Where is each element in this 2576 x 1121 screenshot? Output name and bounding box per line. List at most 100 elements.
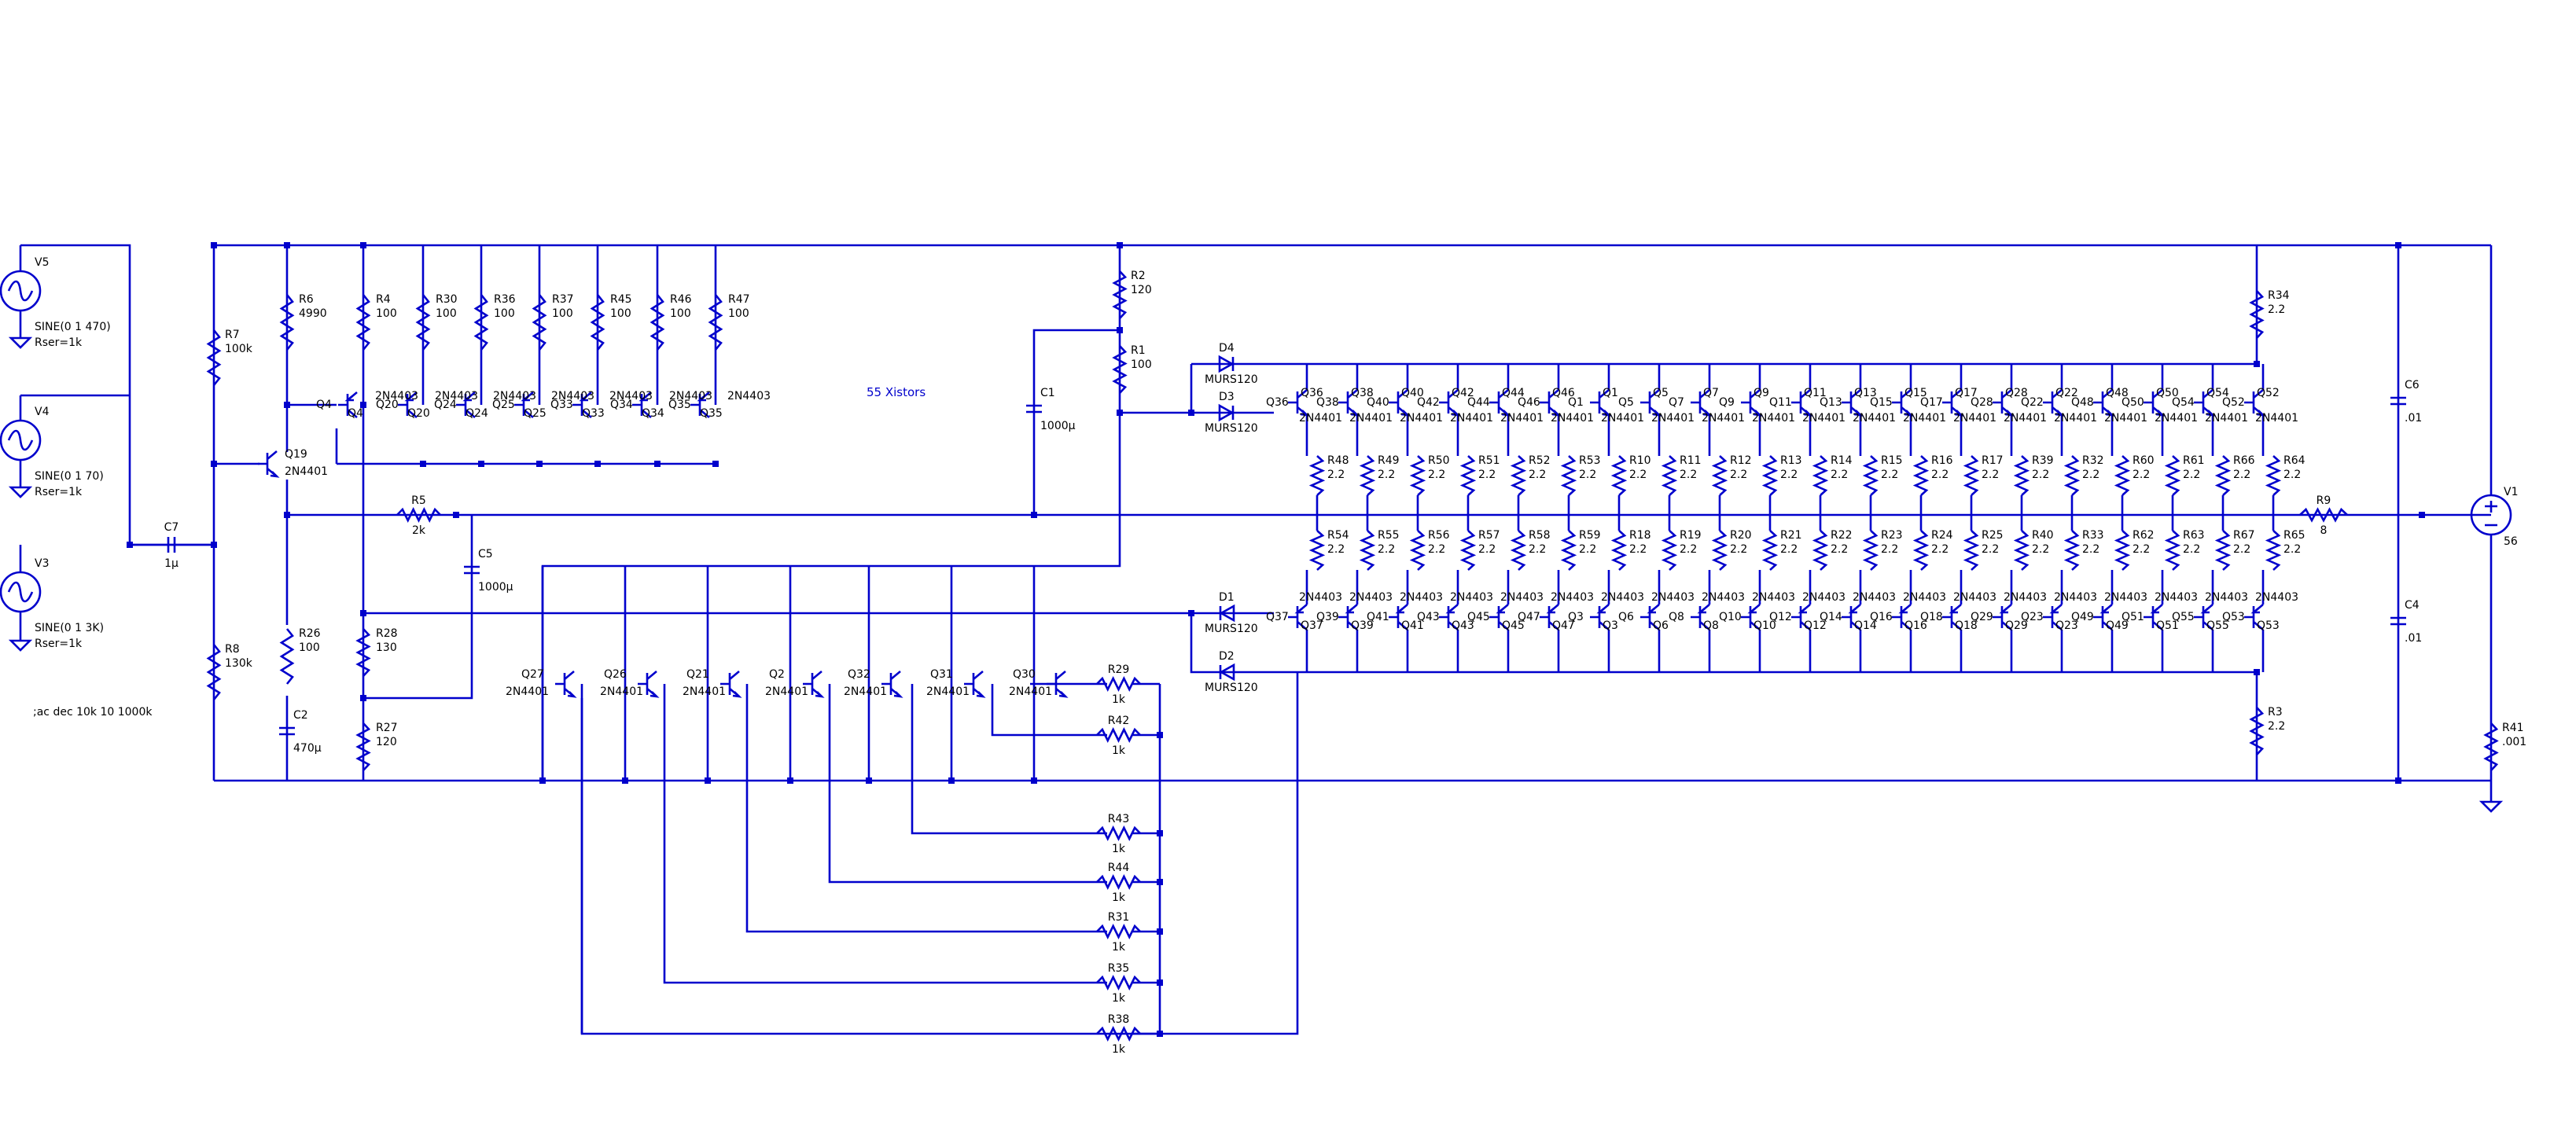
resistor-r60	[2114, 455, 2131, 496]
resistor-r29-value: 1k	[1112, 693, 1126, 706]
junction-dot	[1117, 327, 1123, 333]
ground-symbol	[8, 639, 33, 652]
transistor-q29	[1993, 604, 2012, 630]
transistor-q2	[803, 671, 825, 698]
resistor-r58-name: R58	[1529, 529, 1551, 542]
transistor-q41-name: Q41	[1367, 611, 1389, 623]
resistor-r36-value: 100	[494, 307, 515, 320]
resistor-r31	[1096, 924, 1141, 939]
resistor-r65	[2265, 530, 2282, 571]
transistor-q44-name: Q44	[1467, 396, 1490, 409]
transistor-q51-model: 2N4403	[2155, 591, 2198, 604]
resistor-r57	[1459, 530, 1477, 571]
transistor-q9-name: Q9	[1719, 396, 1735, 409]
resistor-r54	[1308, 530, 1326, 571]
transistor-q54-model: 2N4401	[2205, 412, 2248, 425]
resistor-r39-name: R39	[2032, 454, 2054, 467]
transistor-q32-model: 2N4401	[844, 685, 887, 698]
resistor-r20-name: R20	[1730, 529, 1752, 542]
transistor-q49-label: Q49	[2106, 619, 2129, 632]
resistor-r67-value: 2.2	[2233, 543, 2250, 556]
resistor-r1-value: 100	[1131, 358, 1152, 371]
source-v4-rser: Rser=1k	[35, 486, 83, 498]
junction-dot	[211, 542, 217, 548]
resistor-r53-name: R53	[1579, 454, 1601, 467]
transistor-q30-name: Q30	[1013, 668, 1036, 681]
resistor-r16-value: 2.2	[1931, 469, 1949, 481]
resistor-r66-value: 2.2	[2233, 469, 2250, 481]
transistor-q4-name: Q4	[316, 399, 332, 411]
transistor-q55-model: 2N4403	[2205, 591, 2248, 604]
transistor-q12-label: Q12	[1804, 619, 1827, 632]
resistor-r58	[1510, 530, 1527, 571]
capacitor-c6-value: .01	[2405, 412, 2422, 425]
transistor-q43-model: 2N4403	[1450, 591, 1493, 604]
resistor-r51-name: R51	[1478, 454, 1500, 467]
resistor-r24-value: 2.2	[1931, 543, 1949, 556]
junction-dot	[1157, 732, 1163, 738]
source-v3-name: V3	[35, 557, 49, 570]
resistor-r19-name: R19	[1680, 529, 1702, 542]
transistor-q39-label: Q39	[1351, 619, 1374, 632]
resistor-r38	[1096, 1026, 1141, 1042]
transistor-q8-model: 2N4403	[1702, 591, 1745, 604]
transistor-q24-model: 2N4403	[493, 390, 536, 402]
transistor-q22-name: Q22	[2021, 396, 2044, 409]
resistor-r46	[650, 294, 665, 351]
transistor-q34-model: 2N4403	[669, 390, 712, 402]
resistor-r34-name: R34	[2268, 289, 2290, 302]
source-v1	[2470, 494, 2512, 536]
transistor-q26-name: Q26	[604, 668, 627, 681]
transistor-q39-model: 2N4403	[1349, 591, 1393, 604]
resistor-r8-value: 130k	[225, 657, 253, 670]
transistor-q14-model: 2N4403	[1853, 591, 1896, 604]
junction-dot	[284, 512, 290, 518]
resistor-r48-name: R48	[1327, 454, 1349, 467]
junction-dot	[948, 777, 955, 784]
resistor-r50-value: 2.2	[1428, 469, 1445, 481]
resistor-r40-value: 2.2	[2032, 543, 2049, 556]
transistor-q17-name: Q17	[1920, 396, 1943, 409]
transistor-q20-label: Q20	[407, 407, 430, 420]
resistor-r9	[2299, 507, 2348, 523]
resistor-r12	[1711, 455, 1728, 496]
source-v5-rser: Rser=1k	[35, 336, 83, 349]
resistor-r42-value: 1k	[1112, 744, 1126, 757]
transistor-q10-label: Q10	[1754, 619, 1776, 632]
capacitor-c1	[1026, 404, 1042, 413]
junction-dot	[1157, 928, 1163, 935]
capacitor-c5-name: C5	[478, 548, 493, 560]
resistor-r46-name: R46	[670, 293, 692, 306]
resistor-r32	[2063, 455, 2081, 496]
capacitor-c2-name: C2	[293, 709, 308, 722]
transistor-q42-name: Q42	[1417, 396, 1440, 409]
resistor-r64-name: R64	[2283, 454, 2306, 467]
transistor-q51	[2144, 604, 2163, 630]
resistor-r3-value: 2.2	[2268, 720, 2285, 733]
capacitor-c2	[279, 726, 295, 736]
resistor-r23-value: 2.2	[1881, 543, 1898, 556]
resistor-r37-value: 100	[552, 307, 573, 320]
transistor-q46-model: 2N4401	[1551, 412, 1594, 425]
resistor-r19-value: 2.2	[1680, 543, 1697, 556]
resistor-r4-name: R4	[376, 293, 391, 306]
junction-dot	[284, 402, 290, 408]
diode-d2-model: MURS120	[1205, 682, 1258, 694]
transistor-q52-label: Q52	[2257, 387, 2280, 399]
resistor-r51	[1459, 455, 1477, 496]
resistor-r43-name: R43	[1108, 813, 1130, 825]
resistor-r30-value: 100	[436, 307, 457, 320]
resistor-r65-value: 2.2	[2283, 543, 2301, 556]
resistor-r57-value: 2.2	[1478, 543, 1496, 556]
resistor-r64-value: 2.2	[2283, 469, 2301, 481]
transistor-q46-name: Q46	[1518, 396, 1540, 409]
resistor-r50-name: R50	[1428, 454, 1450, 467]
resistor-r21-value: 2.2	[1780, 543, 1798, 556]
junction-dot	[1157, 1031, 1163, 1037]
resistor-r54-name: R54	[1327, 529, 1349, 542]
junction-dot	[2395, 242, 2401, 248]
source-v1-value: 56	[2504, 535, 2518, 548]
resistor-r17-value: 2.2	[1982, 469, 1999, 481]
transistor-q47-model: 2N4403	[1551, 591, 1594, 604]
